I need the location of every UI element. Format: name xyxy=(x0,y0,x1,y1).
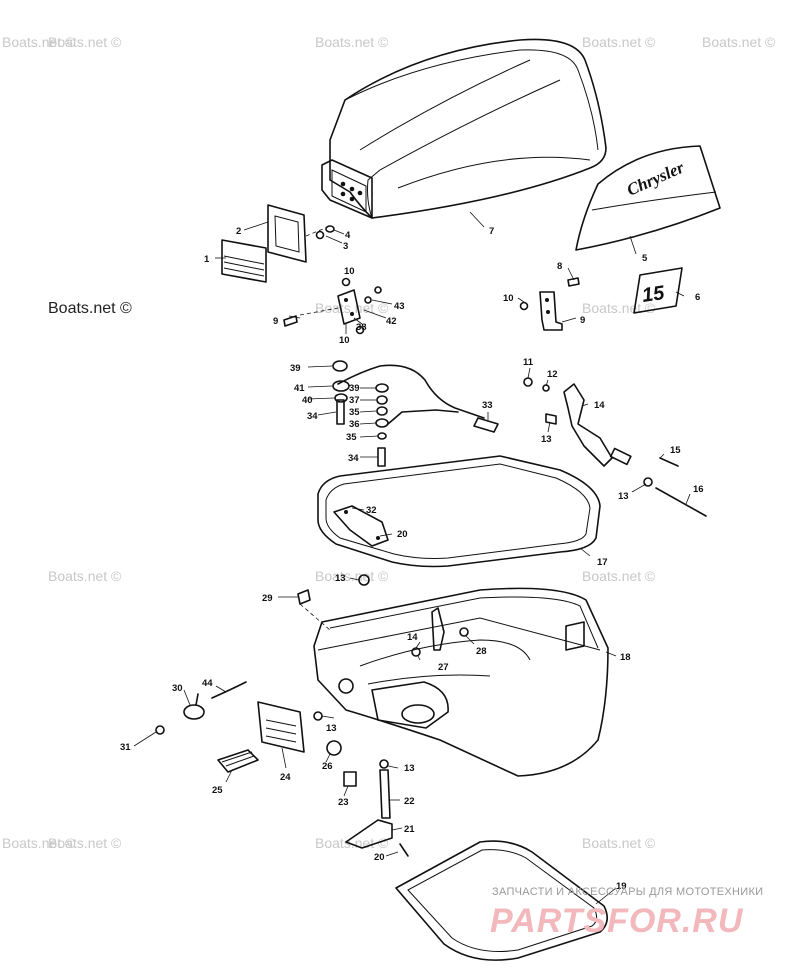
callout-label: 26 xyxy=(322,761,333,772)
callout-label: 40 xyxy=(302,395,313,406)
footer-branding: ЗАПЧАСТИ И АКСЕССУАРЫ ДЛЯ МОТОТЕХНИКИ PA… xyxy=(490,886,763,940)
vent-screw xyxy=(315,225,335,240)
callout-label: 25 xyxy=(212,785,223,796)
callout-label: 35 xyxy=(346,432,357,443)
callout-label: 34 xyxy=(348,453,359,464)
callout-label: 28 xyxy=(476,646,487,657)
callout-label: 5 xyxy=(642,253,648,264)
callout-label: 29 xyxy=(262,593,273,604)
callout-label: 9 xyxy=(580,315,585,326)
watermark: Boats.net © xyxy=(2,34,76,50)
callout-label: 20 xyxy=(374,852,385,863)
callout-label: 38 xyxy=(356,322,367,333)
callout-label: 19 xyxy=(616,881,627,892)
hp-decal-text: 15 xyxy=(641,282,667,307)
callout-label: 13 xyxy=(618,491,629,502)
callout-numbers: 1 2 3 4 7 5 6 8 10 9 10 43 42 38 9 10 39… xyxy=(120,226,704,892)
watermark: Boats.net © xyxy=(48,835,122,851)
callout-label: 22 xyxy=(404,796,415,807)
watermark: Boats.net © xyxy=(582,568,656,584)
callout-label: 41 xyxy=(294,383,305,394)
watermark: Boats.net © xyxy=(48,34,122,50)
callout-label: 23 xyxy=(338,797,349,808)
watermark: Boats.net © xyxy=(582,835,656,851)
watermark: Boats.net © xyxy=(315,835,389,851)
callout-label: 33 xyxy=(482,400,493,411)
callout-label: 6 xyxy=(695,292,700,303)
throttle-linkage xyxy=(332,360,499,467)
callout-label: 30 xyxy=(172,683,183,694)
cover-seal xyxy=(317,455,601,568)
watermark: Boats.net © xyxy=(315,34,389,50)
callout-label: 18 xyxy=(620,652,631,663)
decal-brand-text: Chrysler xyxy=(624,158,687,200)
callout-label: 2 xyxy=(236,226,241,237)
watermark: Boats.net © xyxy=(48,568,122,584)
callout-label: 44 xyxy=(202,678,213,689)
callout-label: 24 xyxy=(280,772,291,783)
top-engine-cover xyxy=(321,38,607,219)
watermark: Boats.net © xyxy=(582,34,656,50)
callout-label: 37 xyxy=(349,395,360,406)
callout-label: 31 xyxy=(120,742,131,753)
callout-label: 13 xyxy=(326,723,337,734)
callout-label: 39 xyxy=(290,363,301,374)
callout-label: 13 xyxy=(541,434,552,445)
callout-label: 21 xyxy=(404,824,415,835)
callout-label: 4 xyxy=(345,230,351,241)
watermark: Boats.net © xyxy=(702,34,776,50)
callout-label: 17 xyxy=(597,557,608,568)
watermark: Boats.net © xyxy=(48,300,132,317)
watermark: Boats.net © xyxy=(315,568,389,584)
callout-label: 14 xyxy=(407,632,418,643)
callout-label: 20 xyxy=(397,529,408,540)
callout-label: 36 xyxy=(349,419,360,430)
side-decal: Chrysler xyxy=(575,145,721,251)
callout-label: 10 xyxy=(339,335,350,346)
leader-lines xyxy=(133,211,691,905)
callout-label: 13 xyxy=(335,573,346,584)
watermark: Boats.net © xyxy=(2,835,76,851)
callout-label: 12 xyxy=(547,369,558,380)
bracket-left xyxy=(283,277,382,335)
bottom-pan-seal xyxy=(395,840,608,961)
callout-label: 32 xyxy=(366,505,377,516)
callout-label: 10 xyxy=(344,266,355,277)
vent-gasket xyxy=(267,204,331,263)
callout-label: 13 xyxy=(404,763,415,774)
callout-label: 3 xyxy=(343,241,348,252)
lower-engine-pan xyxy=(313,587,609,777)
callout-label: 8 xyxy=(557,261,562,272)
callout-label: 27 xyxy=(438,662,449,673)
lower-small-parts xyxy=(155,574,409,857)
watermark-layer: Boats.net © Boats.net © Boats.net © Boat… xyxy=(2,34,776,851)
callout-label: 11 xyxy=(523,357,534,368)
callout-label: 7 xyxy=(489,226,494,237)
callout-label: 15 xyxy=(670,445,681,456)
front-decal xyxy=(221,239,267,283)
choke-lever xyxy=(523,377,707,517)
callout-label: 35 xyxy=(349,407,360,418)
callout-label: 1 xyxy=(204,254,210,265)
callout-label: 10 xyxy=(503,293,514,304)
footer-tagline: ЗАПЧАСТИ И АКСЕССУАРЫ ДЛЯ МОТОТЕХНИКИ xyxy=(492,886,763,898)
callout-label: 43 xyxy=(394,301,405,312)
callout-label: 14 xyxy=(594,400,605,411)
footer-logo: PARTSFOR.RU xyxy=(490,902,744,940)
callout-label: 9 xyxy=(273,316,278,327)
callout-label: 16 xyxy=(693,484,704,495)
hp-decal: 15 xyxy=(633,267,683,314)
callout-label: 42 xyxy=(386,316,397,327)
callout-label: 34 xyxy=(307,411,318,422)
callout-label: 39 xyxy=(349,383,360,394)
bracket-right xyxy=(519,277,580,331)
